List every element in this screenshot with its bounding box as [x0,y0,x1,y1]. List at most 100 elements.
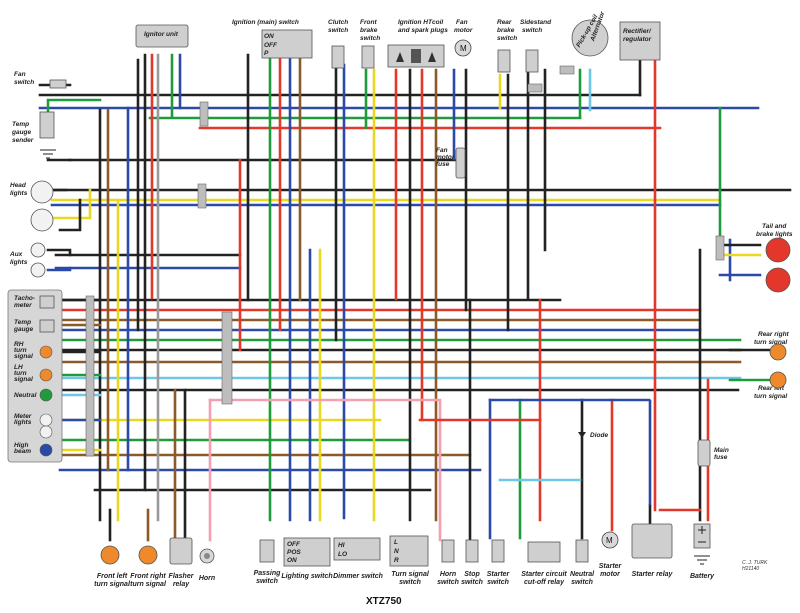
tail-brake-lights: Tail and brake lights [756,223,793,293]
main-fuse-label-2: fuse [714,454,728,461]
rh-turn-label-3: signal [14,353,33,360]
ignition-ht-coil: Ignition HT coil and spark plugs [387,19,448,68]
rh-turn-indicator-icon [39,345,53,359]
front-right-turn-icon [138,545,158,565]
battery-plus-icon [698,526,706,534]
rear-brake-label-1: Rear [497,19,512,26]
turn-switch-box [389,535,429,567]
lh-turn-label-2: turn [14,370,27,377]
fan-motor-fuse-label-2: motor [436,154,455,161]
rear-right-label-2: turn signal [754,339,787,346]
rear-brake-box [497,49,511,73]
wire-pink-horn-sw [208,398,442,542]
neutral-switch-label-1: Neutral [570,571,595,578]
horn-icon-inner [204,553,210,559]
alternator: Pick-up coil Alternator [571,10,609,57]
ignition-switch: Ignition (main) switch ON OFF P [232,19,313,59]
front-right-label-2: turn signal [130,581,167,588]
sidestand-switch: Sidestand switch [520,19,552,73]
turn-r-label: R [394,557,399,564]
fan-motor-fuse-box [455,147,466,179]
aux-lights: Aux lights [9,242,46,278]
light-off-label: OFF [287,541,301,548]
horn-label: Horn [199,575,215,582]
dimmer-switch-box [333,537,381,561]
fan-switch: Fan switch [14,71,67,89]
rear-left-label-2: turn signal [754,393,787,400]
cutoff-relay-box [527,541,561,563]
front-left-turn-icon [100,545,120,565]
starter-switch: Starter switch [487,539,511,586]
fan-motor-fuse: Fan motor fuse [436,147,466,179]
stop-switch: Stop switch [461,539,483,586]
starter-cutoff-relay: Starter circuit cut-off relay [521,541,567,586]
cutoff-relay-label-2: cut-off relay [524,579,565,586]
meter-lights-icon [39,413,53,427]
temp-gauge-label-1: Temp [14,319,31,326]
main-fuse-label-1: Main [714,447,729,454]
starter-motor-symbol: M [606,536,613,545]
tail-light-upper-icon [765,237,791,263]
neutral-switch-label-2: switch [571,579,593,586]
rear-right-turn-signal: Rear right turn signal [754,331,790,361]
fan-motor-fuse-label-1: Fan [436,147,448,154]
wire-blue-relay [488,398,652,507]
temp-sender-label-2: gauge [11,129,32,136]
ignition-switch-box [261,29,313,59]
flasher-label-1: Flasher [169,573,195,580]
dimmer-lo-label: LO [338,551,347,558]
wiring-harness [38,53,792,542]
clutch-switch-box [331,45,345,69]
wire-headlight-2 [50,188,92,220]
horn-switch-label-2: switch [437,579,459,586]
stop-switch-label-2: switch [461,579,483,586]
spark-plug-right-icon [428,52,436,62]
fan-motor-symbol: M [460,44,467,53]
front-brake-switch: Front brake switch [360,19,380,69]
horn-switch-box [441,539,455,563]
wire-aux-1 [46,248,72,257]
rear-right-label-1: Rear right [758,331,790,338]
flasher-relay: Flasher relay [169,537,195,588]
headlight-upper-icon [30,180,54,204]
high-beam-label-2: beam [14,448,31,455]
temp-gauge-sender: Temp gauge sender [11,111,56,159]
coil-label: coil [432,19,443,26]
neutral-label: Neutral [14,392,37,399]
headlight-lower-icon [30,208,54,232]
light-pos-label: POS [287,549,301,556]
ignition-coil-core [411,49,421,63]
neutral-indicator-icon [39,388,53,402]
battery-ground-icon [694,555,710,565]
diode-icon [578,432,586,438]
igniter-unit: Ignitor unit [135,24,189,48]
rear-right-turn-icon [769,343,787,361]
instrument-panel: Tacho- meter Temp gauge RH turn signal L… [7,289,63,463]
connector-e [715,235,725,261]
fan-motor-fuse-label-3: fuse [436,161,450,168]
sidestand-label-2: switch [522,27,542,34]
starter-relay-label: Starter relay [632,571,674,578]
fan-motor: Fan motor M [454,19,473,57]
passing-switch: Passing switch [254,539,281,585]
stop-switch-label-1: Stop [464,571,480,578]
aux-lights-label-1: Aux [9,251,23,258]
rectifier-box [619,21,661,61]
aux-lights-label-2: lights [10,259,28,266]
starter-motor-label-2: motor [600,571,621,578]
connector-b [197,183,207,209]
fan-switch-box [49,79,67,89]
wire-aux-2 [46,266,72,272]
temp-sender-box [39,111,55,139]
igniter-unit-box [135,24,189,48]
passing-label-2: switch [256,578,278,585]
starter-motor: M Starter motor [599,531,623,578]
aux-light-lower-icon [30,262,46,278]
lighting-switch-box [283,537,331,567]
spark-plug-left-icon [396,52,404,62]
tail-brake-label-2: brake lights [756,231,793,238]
horn-switch-label-1: Horn [440,571,456,578]
turn-signal-switch: L N R Turn signal switch [389,535,430,586]
turn-l-label: L [394,539,398,546]
front-right-turn-signal: Front right turn signal [130,545,167,588]
